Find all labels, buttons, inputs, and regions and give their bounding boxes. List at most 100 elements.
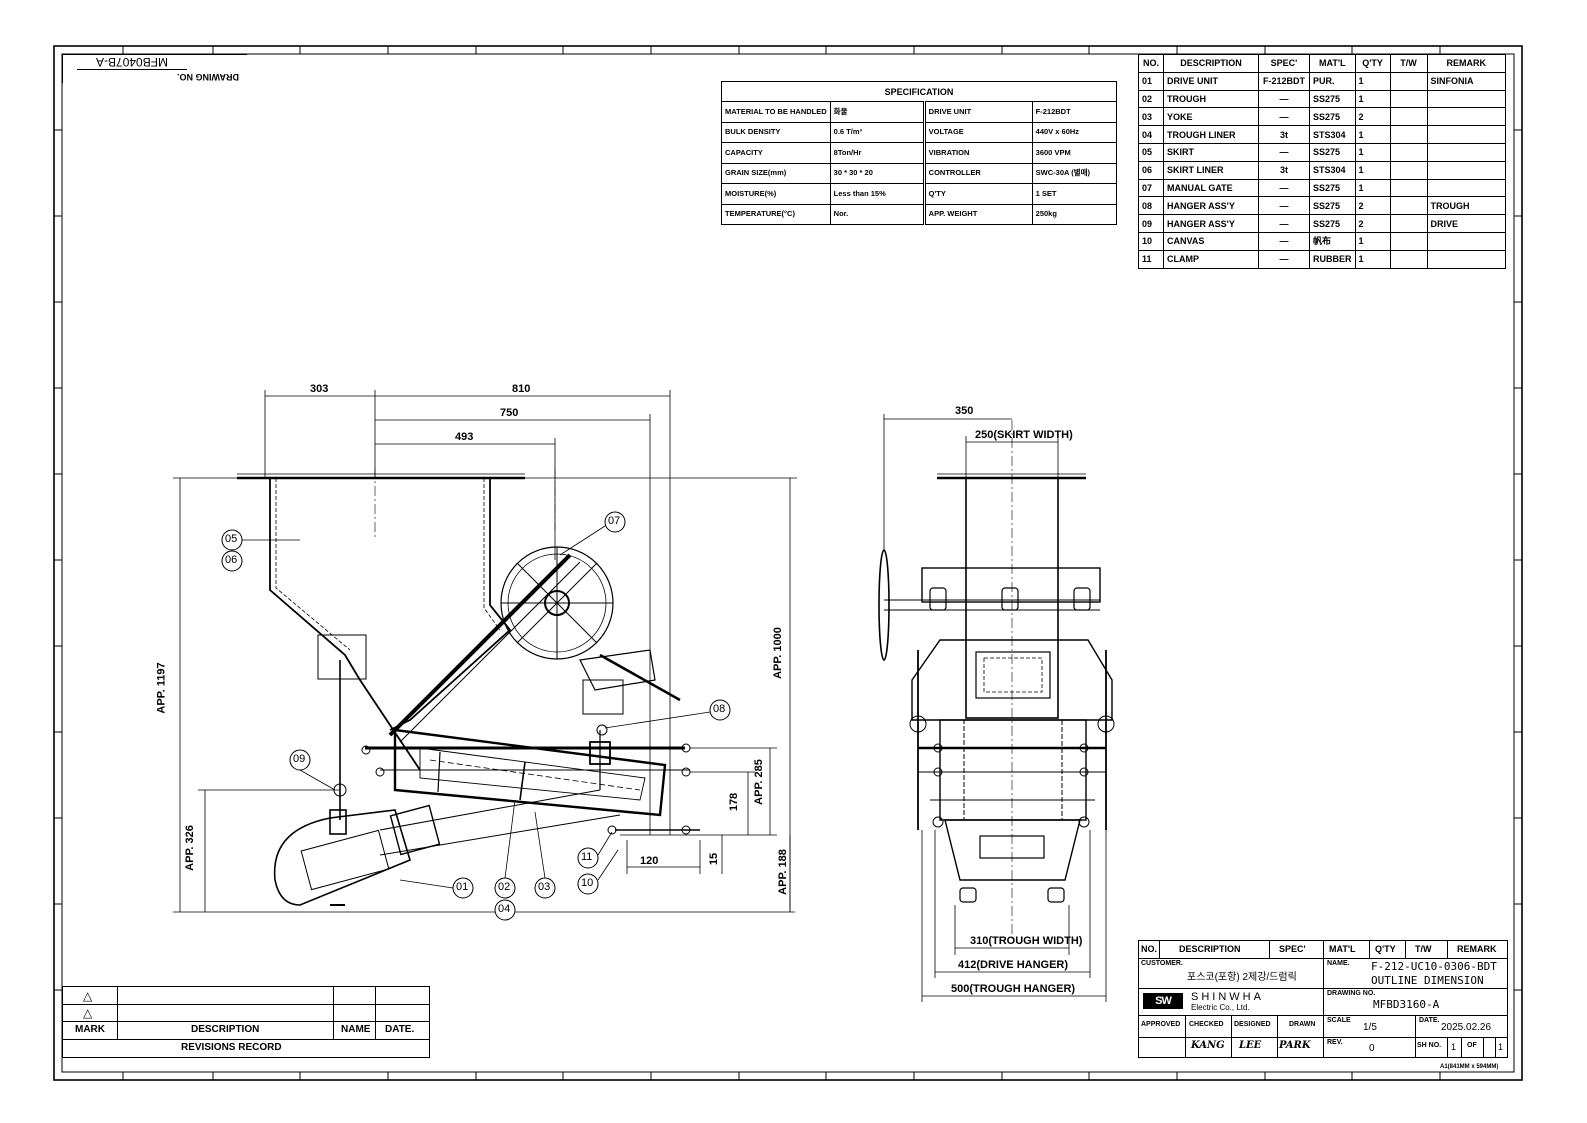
bom-cell bbox=[1389, 142, 1428, 162]
spec-value: 화물 bbox=[829, 101, 925, 123]
bom-cell: 04 bbox=[1138, 125, 1164, 144]
company-sub: Electric Co., Ltd. bbox=[1191, 1003, 1250, 1012]
balloon-10: 10 bbox=[581, 877, 594, 889]
tb-header: MAT'L bbox=[1329, 944, 1356, 954]
bill-of-materials-table: NO. DESCRIPTION SPEC' MAT'L Q'TY T/W REM… bbox=[1138, 54, 1507, 269]
title-block: NO. DESCRIPTION SPEC' MAT'L Q'TY T/W REM… bbox=[1138, 940, 1508, 1058]
scale-label: SCALE bbox=[1327, 1017, 1351, 1024]
balloon-02: 02 bbox=[498, 881, 511, 893]
dim-skirt-width: 250(SKIRT WIDTH) bbox=[975, 429, 1073, 441]
bom-cell: 3t bbox=[1258, 125, 1310, 144]
customer-label: CUSTOMER. bbox=[1141, 960, 1183, 967]
bom-cell: STS304 bbox=[1309, 125, 1356, 144]
bom-cell: 06 bbox=[1138, 160, 1164, 180]
bom-cell bbox=[1426, 89, 1507, 109]
balloon-01: 01 bbox=[456, 881, 469, 893]
dim-app-285: APP. 285 bbox=[752, 759, 765, 805]
balloon-05: 05 bbox=[225, 533, 238, 545]
bom-cell: 3t bbox=[1258, 160, 1310, 180]
balloon-09: 09 bbox=[293, 753, 306, 765]
revision-triangle-icon: △ bbox=[83, 1006, 93, 1020]
drawing-number-value: MFB0407B-A bbox=[77, 55, 187, 70]
spec-value: 250kg bbox=[1031, 203, 1118, 225]
bom-cell: 02 bbox=[1138, 89, 1164, 109]
bom-header: MAT'L bbox=[1309, 54, 1356, 73]
bom-cell: DRIVE UNIT bbox=[1163, 71, 1259, 91]
bom-header-row: NO. DESCRIPTION SPEC' MAT'L Q'TY T/W REM… bbox=[1138, 54, 1507, 73]
bom-cell bbox=[1426, 142, 1507, 162]
spec-key: TEMPERATURE(°C) bbox=[721, 203, 831, 225]
spec-key: DRIVE UNIT bbox=[922, 101, 1033, 123]
bom-cell: SKIRT bbox=[1163, 142, 1259, 162]
dim-app-1000: APP. 1000 bbox=[771, 627, 784, 679]
side-view-dimensions bbox=[173, 390, 797, 913]
revision-header-description: DESCRIPTION bbox=[191, 1024, 260, 1035]
bom-cell: 08 bbox=[1138, 196, 1164, 216]
bom-cell: F-212BDT bbox=[1258, 71, 1310, 91]
bom-cell: SS275 bbox=[1309, 196, 1356, 216]
spec-key: CAPACITY bbox=[721, 142, 831, 164]
bom-cell: 1 bbox=[1354, 142, 1391, 162]
spec-value: 440V x 60Hz bbox=[1031, 121, 1118, 143]
bom-cell: SS275 bbox=[1309, 178, 1356, 198]
bom-cell: SS275 bbox=[1309, 214, 1356, 233]
spec-key: BULK DENSITY bbox=[721, 121, 831, 143]
tb-header: SPEC' bbox=[1279, 944, 1306, 954]
bom-header: REMARK bbox=[1426, 54, 1507, 73]
bom-cell: 2 bbox=[1354, 214, 1391, 233]
dim-trough-width: 310(TROUGH WIDTH) bbox=[970, 935, 1083, 947]
bom-cell: 1 bbox=[1354, 125, 1391, 144]
revision-triangle-icon: △ bbox=[83, 989, 93, 1003]
dim-178: 178 bbox=[728, 792, 741, 812]
dim-810: 810 bbox=[512, 383, 531, 395]
spec-key: MOISTURE(%) bbox=[721, 183, 831, 205]
revision-header-date: DATE. bbox=[385, 1024, 415, 1035]
bom-cell: 1 bbox=[1354, 160, 1391, 180]
outer-frame bbox=[53, 45, 1523, 1081]
bom-cell bbox=[1389, 107, 1428, 127]
balloon-11: 11 bbox=[581, 851, 593, 863]
front-view-dimensions bbox=[883, 414, 1107, 1002]
bom-cell bbox=[1426, 249, 1507, 269]
dim-trough-hanger: 500(TROUGH HANGER) bbox=[951, 983, 1076, 995]
balloon-leaders bbox=[242, 525, 711, 889]
bom-header: DESCRIPTION bbox=[1163, 54, 1259, 73]
signature: PARK bbox=[1279, 1040, 1311, 1051]
bom-cell: SINFONIA bbox=[1426, 71, 1507, 91]
name-line-1: F-212-UC10-0306-BDT bbox=[1371, 960, 1497, 973]
bom-cell bbox=[1389, 160, 1428, 180]
bom-cell: 03 bbox=[1138, 107, 1164, 127]
balloon-04: 04 bbox=[498, 903, 511, 915]
bom-cell: SS275 bbox=[1309, 107, 1356, 127]
spec-value: F-212BDT bbox=[1031, 101, 1118, 123]
bom-cell bbox=[1426, 125, 1507, 144]
spec-key: APP. WEIGHT bbox=[922, 203, 1033, 225]
dim-15: 15 bbox=[708, 852, 721, 866]
tb-header: Q'TY bbox=[1375, 944, 1396, 954]
spec-value: Less than 15% bbox=[829, 183, 925, 205]
bom-cell bbox=[1389, 178, 1428, 198]
zone-ticks bbox=[54, 46, 1522, 1080]
bom-cell bbox=[1389, 89, 1428, 109]
bom-cell: RUBBER bbox=[1309, 249, 1356, 269]
spec-key: MATERIAL TO BE HANDLED bbox=[721, 101, 831, 123]
spec-value: 30 * 30 * 20 bbox=[829, 162, 925, 184]
drawing-no-label: DRAWING NO. bbox=[1327, 990, 1376, 997]
bom-cell bbox=[1426, 107, 1507, 127]
revision-header-name: NAME bbox=[341, 1024, 371, 1035]
bom-cell: — bbox=[1258, 249, 1310, 269]
spec-value: 3600 VPM bbox=[1031, 142, 1118, 164]
dim-750: 750 bbox=[500, 407, 519, 419]
balloon-08: 08 bbox=[713, 703, 726, 715]
sheet-total: 1 bbox=[1498, 1042, 1504, 1052]
